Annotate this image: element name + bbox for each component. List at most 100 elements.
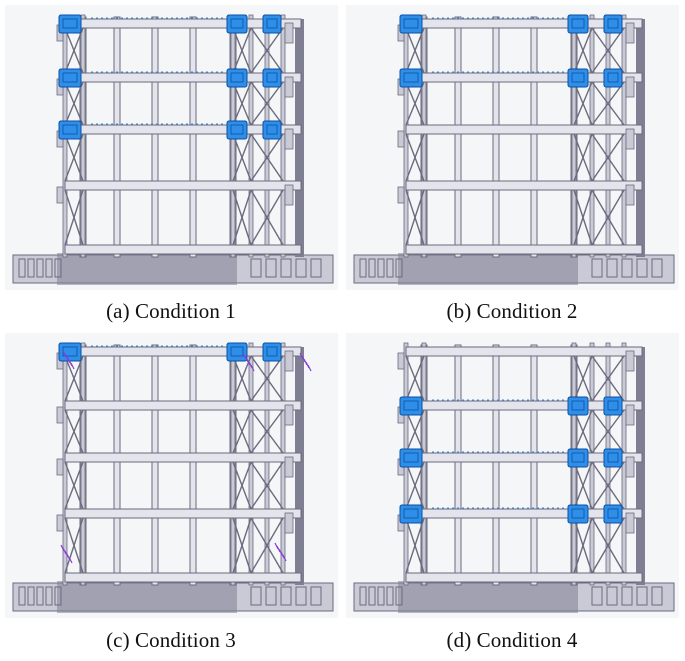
frame-column [530, 16, 538, 258]
damper-unit [399, 396, 423, 416]
foundation-cell [27, 258, 35, 278]
brace-diagonal [250, 133, 284, 182]
brace-diagonal [573, 27, 593, 74]
damper-unit [567, 396, 589, 416]
damper-core [571, 400, 585, 411]
damper-unit [58, 120, 82, 140]
external-column [636, 347, 645, 585]
foundation-cell [636, 586, 648, 606]
damper-core [62, 124, 78, 135]
damper-unit [226, 342, 248, 362]
foundation-cell [36, 586, 44, 606]
foundation-cell [45, 586, 53, 606]
damper-core [403, 72, 419, 83]
frame-column [113, 16, 121, 258]
brace-diagonal [232, 133, 252, 182]
brace-diagonal [405, 355, 425, 402]
damper-unit [399, 504, 423, 524]
foundation-cell [368, 586, 376, 606]
foundation-block [57, 581, 237, 613]
damper-core [403, 452, 419, 463]
foundation-cell [45, 258, 53, 278]
frame-column [492, 344, 500, 586]
damper-core [571, 508, 585, 519]
damper-unit [226, 68, 248, 88]
brace-diagonal [405, 81, 425, 126]
damper-core [403, 400, 419, 411]
foundation-cell [250, 258, 262, 278]
brace-diagonal [64, 133, 84, 182]
floor-beam [405, 180, 643, 191]
frame-column [454, 16, 462, 258]
damper-core [607, 508, 619, 519]
brace-diagonal [405, 189, 425, 246]
damper-core [403, 508, 419, 519]
foundation-cell [27, 586, 35, 606]
foundation-cell [310, 258, 322, 278]
foundation-cell [377, 258, 385, 278]
brace-diagonal [405, 517, 425, 574]
damper-core [403, 18, 419, 29]
bearing-pad [625, 350, 635, 372]
caption-condition-1: (a) Condition 1 [106, 299, 236, 323]
brace-diagonal [405, 133, 425, 182]
damper-core [230, 346, 244, 357]
foundation-cell [651, 258, 663, 278]
brace-diagonal [250, 189, 284, 246]
frame-column [454, 344, 462, 586]
external-column [636, 19, 645, 257]
bearing-pad [625, 512, 635, 534]
foundation-cell [386, 258, 394, 278]
panel-condition-1 [5, 5, 338, 290]
frame-column [492, 16, 500, 258]
overload-mark [250, 364, 255, 372]
damper-unit [262, 120, 282, 140]
frame-model-condition-2 [346, 5, 679, 290]
bearing-pad [284, 350, 294, 372]
damper-core [571, 72, 585, 83]
damper-unit [399, 68, 423, 88]
damper-core [266, 124, 278, 135]
brace-diagonal [250, 27, 284, 74]
bearing-pad [284, 76, 294, 98]
brace-diagonal [405, 409, 425, 454]
brace-diagonal [573, 189, 593, 246]
bearing-pad [56, 514, 64, 532]
brace-diagonal [64, 461, 84, 510]
foundation-block [398, 581, 578, 613]
damper-core [230, 124, 244, 135]
bearing-pad [625, 128, 635, 150]
overload-mark [282, 554, 287, 562]
brace-diagonal [232, 27, 252, 74]
brace-diagonal [232, 517, 252, 574]
frame-column [530, 344, 538, 586]
bearing-pad [284, 512, 294, 534]
damper-core [607, 400, 619, 411]
damper-unit [226, 120, 248, 140]
bearing-pad [284, 22, 294, 44]
caption-condition-2: (b) Condition 2 [446, 299, 578, 323]
foundation-cell [295, 258, 307, 278]
foundation-cell [377, 586, 385, 606]
floor-beam [64, 180, 302, 191]
foundation-cell [591, 258, 603, 278]
caption-condition-4: (d) Condition 4 [446, 628, 578, 652]
brace-diagonal [573, 133, 593, 182]
bearing-pad [625, 22, 635, 44]
floor-beam [64, 400, 302, 411]
foundation-cell [359, 258, 367, 278]
damper-core [62, 72, 78, 83]
bearing-pad [397, 352, 405, 370]
frame-column [189, 344, 197, 586]
damper-unit [603, 396, 623, 416]
tower-column [421, 14, 427, 258]
frame-column [151, 16, 159, 258]
damper-core [266, 72, 278, 83]
foundation-cell [651, 586, 663, 606]
panel-condition-2 [346, 5, 679, 290]
bearing-pad [625, 76, 635, 98]
brace-diagonal [591, 355, 625, 402]
damper-core [607, 72, 619, 83]
brace-diagonal [232, 189, 252, 246]
damper-unit [567, 14, 589, 34]
